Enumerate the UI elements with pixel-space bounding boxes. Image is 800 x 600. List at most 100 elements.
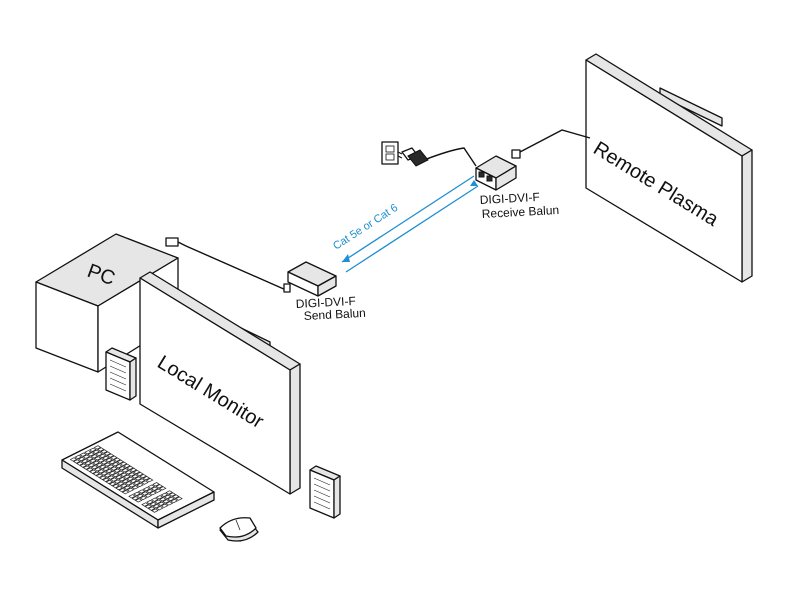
- keyboard-key: [139, 495, 148, 501]
- keyboard-key: [136, 482, 144, 488]
- keyboard-key: [158, 486, 167, 491]
- keyboard-key: [139, 473, 147, 479]
- pc-tower: PC: [35, 233, 179, 373]
- keyboard-key: [79, 452, 87, 457]
- plasma-screen: [585, 59, 743, 283]
- keyboard-key: [100, 449, 108, 454]
- keyboard-key: [141, 502, 149, 507]
- keyboard-key: [94, 467, 102, 472]
- keyboard-key: [147, 506, 156, 511]
- keyboard-key: [128, 494, 136, 499]
- cable-line-upper: [341, 175, 475, 263]
- keyboard-key: [111, 472, 120, 478]
- keyboard-key: [160, 492, 169, 497]
- keyboard-key: [74, 454, 83, 460]
- keyboard-key: [118, 488, 127, 493]
- keyboard-key: [97, 458, 105, 463]
- power-supply: [381, 141, 477, 167]
- keyboard-key: [128, 483, 136, 488]
- keyboard-key: [137, 478, 146, 483]
- keyboard-key: [115, 485, 123, 491]
- keyboard-key: [168, 492, 177, 497]
- mouse-icon: [219, 517, 259, 542]
- keyboard-key: [116, 470, 125, 475]
- keyboard-key: [119, 461, 128, 466]
- send-balun-label-line2: Send Balun: [303, 306, 366, 323]
- keyboard-key: [89, 458, 97, 463]
- monitor-screen: [139, 277, 291, 495]
- keyboard-key: [116, 459, 125, 464]
- keyboard-key: [113, 468, 122, 473]
- keyboard-key: [132, 469, 141, 475]
- keyboard-key: [105, 468, 114, 474]
- keyboard-key: [79, 463, 88, 468]
- power-adapter-icon: [397, 147, 429, 167]
- send-balun-label-line1: DIGI-DVI-F: [295, 294, 356, 311]
- keyboard-key: [140, 480, 149, 485]
- pc-dvi-port: [165, 237, 179, 247]
- keyboard-key: [87, 463, 96, 468]
- keyboard-key: [106, 464, 115, 469]
- keyboard-icon: [61, 431, 215, 529]
- keyboard-key: [147, 484, 156, 489]
- keyboard-key: [109, 455, 118, 460]
- plasma-side-edge: [741, 149, 753, 283]
- keyboard-key: [154, 499, 162, 504]
- rj45-port: [478, 171, 485, 178]
- keyboard-key: [107, 475, 115, 480]
- keyboard-key: [84, 461, 92, 466]
- keyboard-key: [131, 496, 140, 501]
- keyboard-key: [76, 461, 84, 466]
- keyboard-key: [165, 501, 174, 506]
- keyboard-key: [81, 458, 89, 464]
- keyboard-key: [103, 451, 112, 456]
- keyboard-key: [114, 464, 123, 469]
- keyboard-key: [110, 466, 118, 471]
- send-balun: DIGI-DVI-F Send Balun: [283, 261, 366, 323]
- keyboard-key: [98, 464, 107, 470]
- rj45-port: [486, 175, 493, 182]
- keyboard-key: [69, 457, 78, 462]
- keyboard-key: [127, 472, 136, 477]
- keyboard-key: [100, 460, 109, 465]
- keyboard-key: [136, 471, 144, 477]
- keyboard-key: [92, 449, 100, 454]
- receive-balun-label-line2: Receive Balun: [481, 203, 559, 221]
- keyboard-key: [102, 466, 110, 472]
- keyboard-key: [160, 503, 169, 508]
- keyboard-key: [112, 483, 120, 489]
- keyboard-key: [111, 462, 120, 467]
- send-balun-port: [283, 283, 291, 293]
- keyboard-key: [85, 467, 94, 472]
- keyboard-key: [82, 454, 91, 459]
- remote-plasma-display: Remote Plasma: [585, 53, 753, 283]
- keyboard-key: [113, 457, 121, 462]
- keyboard-key: [157, 501, 166, 506]
- keyboard-key: [113, 479, 122, 484]
- keyboard-key: [123, 463, 131, 468]
- dvi-cable-remote: [519, 129, 591, 153]
- keyboard-key: [142, 476, 151, 481]
- keyboard-key: [126, 465, 134, 471]
- keyboard-key: [87, 452, 96, 457]
- keyboard-key: [118, 466, 126, 471]
- keyboard-key: [129, 467, 138, 473]
- keyboard-key: [150, 486, 159, 491]
- keyboard-key: [103, 473, 112, 478]
- keyboard-key: [120, 483, 128, 488]
- keyboard-key: [123, 485, 131, 490]
- keyboard-key: [155, 506, 164, 511]
- keyboard-key: [162, 499, 170, 504]
- keyboard-key: [116, 481, 125, 486]
- receive-balun: DIGI-DVI-F Receive Balun: [475, 149, 559, 221]
- keyboard-key: [118, 477, 127, 482]
- keyboard-key: [72, 459, 81, 464]
- keyboard-key: [134, 476, 143, 481]
- keyboard-key: [163, 494, 172, 500]
- keyboard-key: [165, 490, 173, 495]
- keyboard-key: [132, 480, 141, 486]
- keyboard-key: [90, 465, 99, 470]
- cable-type-label: Cat 5e or Cat 6: [331, 202, 400, 253]
- receive-balun-dvi-port: [511, 149, 521, 159]
- cable-line-lower: [345, 185, 479, 273]
